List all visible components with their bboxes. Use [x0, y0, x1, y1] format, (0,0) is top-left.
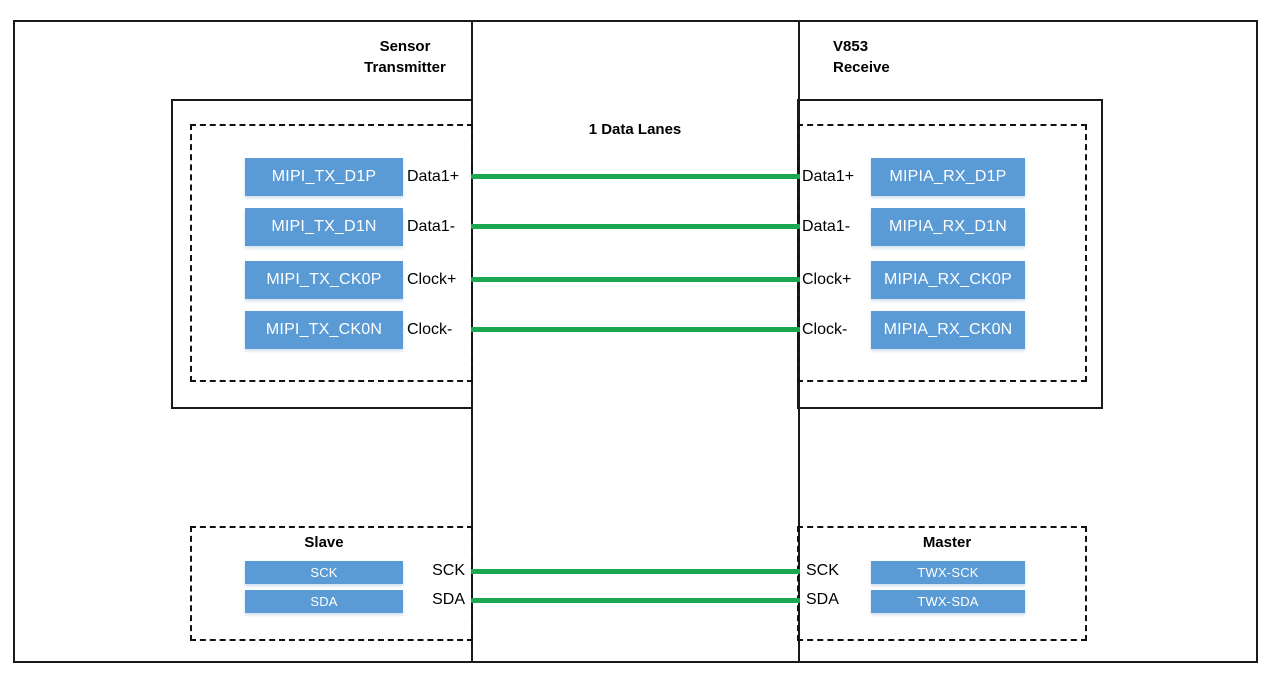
left-mipi-chip-2: MIPI_TX_CK0P	[245, 261, 403, 299]
right-panel-title: V853 Receive	[833, 38, 890, 76]
left-mipi-chip-0: MIPI_TX_D1P	[245, 158, 403, 196]
left-i2c-chip-0: SCK	[245, 561, 403, 584]
right-i2c-chip-0: TWX-SCK	[871, 561, 1025, 584]
left-i2c-chip-1: SDA	[245, 590, 403, 613]
left-mipi-signal-3: Clock-	[407, 321, 453, 338]
left-i2c-signal-0: SCK	[432, 562, 465, 579]
right-mipi-chip-0: MIPIA_RX_D1P	[871, 158, 1025, 196]
left-i2c-dashed-box	[190, 526, 473, 641]
wire-sck	[471, 569, 800, 574]
wire-clockp	[471, 277, 800, 282]
right-mipi-signal-3: Clock-	[802, 321, 848, 338]
right-mipi-signal-1: Data1-	[802, 218, 851, 235]
right-mipi-chip-2: MIPIA_RX_CK0P	[871, 261, 1025, 299]
right-mipi-signal-0: Data1+	[802, 168, 855, 185]
right-mipi-dashed-box	[797, 124, 1087, 382]
left-panel-title: Sensor Transmitter	[364, 38, 446, 76]
right-i2c-group-title: Master	[922, 534, 972, 551]
left-mipi-chip-1: MIPI_TX_D1N	[245, 208, 403, 246]
left-mipi-signal-1: Data1-	[407, 218, 456, 235]
wire-data1n	[471, 224, 800, 229]
right-mipi-chip-3: MIPIA_RX_CK0N	[871, 311, 1025, 349]
data-lanes-label: 1 Data Lanes	[588, 121, 682, 138]
wire-data1p	[471, 174, 800, 179]
right-mipi-chip-1: MIPIA_RX_D1N	[871, 208, 1025, 246]
right-mipi-signal-2: Clock+	[802, 271, 852, 288]
left-mipi-signal-2: Clock+	[407, 271, 457, 288]
left-i2c-group-title: Slave	[304, 534, 344, 551]
left-mipi-dashed-box	[190, 124, 473, 382]
outer-frame	[13, 20, 1258, 663]
right-panel-divider	[798, 20, 800, 663]
left-i2c-signal-1: SDA	[432, 591, 465, 608]
left-mipi-signal-0: Data1+	[407, 168, 460, 185]
right-i2c-dashed-box	[797, 526, 1087, 641]
wire-clockn	[471, 327, 800, 332]
right-i2c-signal-0: SCK	[806, 562, 839, 579]
left-mipi-chip-3: MIPI_TX_CK0N	[245, 311, 403, 349]
wire-sda	[471, 598, 800, 603]
right-i2c-signal-1: SDA	[806, 591, 839, 608]
right-i2c-chip-1: TWX-SDA	[871, 590, 1025, 613]
